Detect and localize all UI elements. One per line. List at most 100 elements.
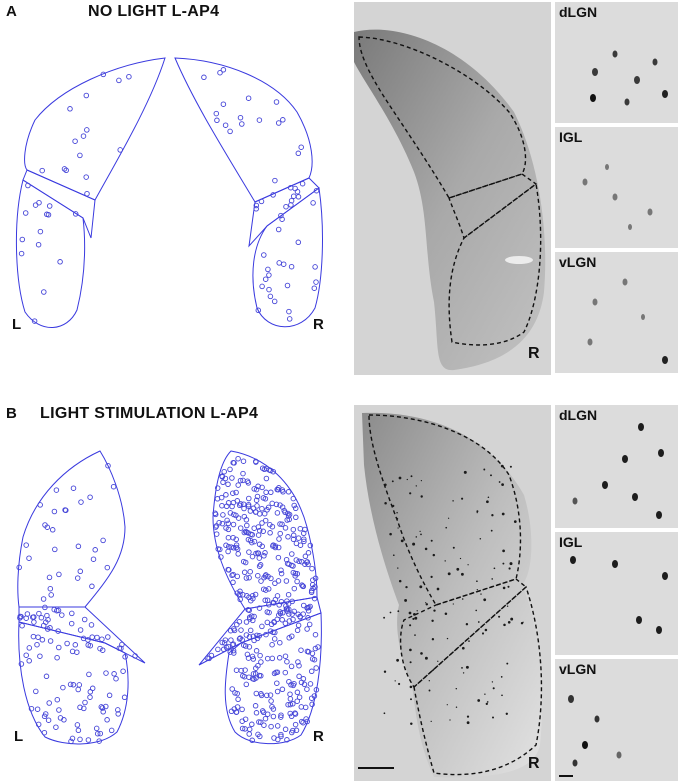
panel-b-left-cell-marker — [115, 711, 121, 717]
panel-b-left-cell-marker — [99, 636, 105, 642]
panel-b-labelled-cell — [432, 553, 436, 557]
panel-b-left-cell-marker — [78, 499, 84, 505]
panel-b-right-cell-marker — [291, 502, 297, 509]
panel-a-right-cell-marker — [295, 150, 302, 157]
panel-b-labelled-cell — [424, 656, 428, 660]
panel-b-labelled-cell — [461, 598, 464, 600]
panel-a-right-cell-marker — [295, 239, 302, 246]
panel-a-left-cell-marker — [31, 318, 38, 324]
panel-b-right-cell-marker — [237, 588, 243, 595]
panel-a-left-vlgn-outline — [15, 179, 86, 328]
panel-b-labelled-cell — [502, 586, 506, 590]
panel-b-right-cell-marker — [239, 706, 245, 713]
panel-b-right-cell-marker — [287, 696, 294, 702]
panel-b-right-cell-marker — [225, 548, 231, 555]
panel-b-labelled-cell — [509, 465, 512, 468]
panel-b-right-cell-marker — [221, 640, 228, 646]
panel-b-right-cell-marker — [306, 604, 312, 611]
panel-b-right-cell-marker — [286, 611, 292, 617]
panel-b-right-cell-marker — [311, 595, 318, 602]
panel-b-right-cell-marker — [277, 502, 283, 508]
panel-b-left-cell-marker — [59, 612, 65, 618]
panel-b-left-cell-marker — [41, 713, 48, 720]
panel-a-right-cell-marker — [310, 200, 316, 206]
panel-b-labelled-cell — [455, 706, 458, 708]
panel-a-inset-dlgn-cells — [590, 50, 668, 106]
panel-b-right-cell-marker — [267, 521, 273, 528]
panel-b-left-cell-marker — [56, 644, 62, 651]
panel-b-right-cell-marker — [294, 627, 301, 634]
panel-a-letter: A — [6, 3, 17, 20]
panel-b-right-cell-marker — [251, 637, 257, 644]
panel-b-left-cell-marker — [48, 592, 54, 598]
panel-b-right-cell-marker — [278, 733, 284, 740]
panel-b-right-cell-marker — [230, 579, 236, 586]
panel-b-right-cell-marker — [282, 653, 289, 659]
panel-b-labelled-cell — [425, 603, 428, 606]
panel-b-left-cell-marker — [28, 705, 35, 712]
panel-a-right-cell-marker — [299, 180, 306, 187]
panel-b-right-cell-marker — [265, 573, 271, 580]
panel-b-labelled-cell — [428, 689, 431, 692]
panel-b-inset-dlgn-label: dLGN — [559, 407, 598, 423]
panel-b-left-cell-marker — [100, 537, 106, 544]
panel-b-right-cell-marker — [262, 573, 269, 579]
panel-b-left-cell-marker — [38, 614, 45, 621]
panel-b-right-cell-marker — [271, 636, 278, 642]
panel-b-labelled-cell — [502, 549, 505, 553]
panel-b-labelled-cell — [397, 610, 400, 613]
panel-b-right-cell-marker — [288, 713, 295, 720]
panel-b-right-cell-marker — [250, 617, 256, 624]
panel-a-left-cell-marker — [36, 199, 42, 206]
panel-b-inset-dlgn-cells — [572, 423, 664, 519]
panel-b-left-cell-marker — [56, 571, 62, 578]
panel-a-right-cell-marker — [311, 285, 318, 291]
panel-b-right-cell-marker — [263, 631, 269, 638]
panel-b-right-cell-marker — [263, 465, 270, 472]
panel-a-right-cell-marker — [237, 114, 244, 121]
panel-b-right-cell-marker — [208, 652, 215, 659]
panel-b-labelled-cell — [500, 676, 503, 678]
panel-b-labelled-cell — [391, 480, 394, 483]
panel-b-right-cell-marker — [272, 544, 279, 551]
panel-a-right-cell-marker — [275, 226, 282, 233]
panel-b-right-cell-marker — [237, 596, 243, 603]
panel-b-right-cell-marker — [219, 502, 225, 509]
panel-b-right-cell-marker — [271, 735, 277, 741]
panel-b-inset-igl-label: IGL — [559, 534, 583, 550]
panel-b-right-cell-marker — [296, 558, 302, 565]
panel-b-right-cell-marker — [290, 682, 296, 689]
panel-b-labelled-cell — [492, 687, 495, 690]
panel-b-right-cell-marker — [241, 505, 247, 512]
panel-b-igl-boundary — [399, 578, 528, 689]
panel-b-right-cell-marker — [275, 544, 282, 551]
panel-a-left-cell-marker — [46, 203, 53, 209]
panel-b-right-cell-marker — [249, 592, 256, 599]
panel-b-right-cell-marker — [252, 509, 259, 515]
panel-b-labelled-cell — [452, 500, 454, 502]
panel-b-right-cell-marker — [229, 572, 235, 579]
panel-b-labelled-cell — [461, 497, 464, 500]
panel-b-labelled-cell — [498, 615, 501, 618]
panel-b-left-cell-marker — [108, 727, 115, 734]
panel-b-left-cell-marker — [99, 705, 106, 711]
panel-a-right-cell-marker — [286, 308, 292, 315]
panel-a-igl-boundary — [448, 173, 538, 240]
panel-b-right-cell-marker — [307, 681, 314, 687]
panel-b-right-cell-marker — [233, 544, 240, 551]
panel-b-right-cell-marker — [300, 530, 307, 537]
panel-b-dlgn-boundary — [368, 414, 522, 606]
panel-b-right-cell-marker — [241, 513, 248, 520]
panel-b-left-cell-marker — [105, 462, 111, 469]
panel-b-left-cell-marker — [16, 564, 22, 571]
panel-a-left-cell-marker — [84, 190, 90, 197]
panel-b-left-cell-marker — [97, 730, 104, 737]
panel-b-labelled-cell — [501, 694, 503, 697]
panel-b-left-cell-marker — [46, 700, 52, 706]
panel-b-inset-igl: IGL — [555, 532, 678, 655]
panel-b-right-cell-marker — [282, 525, 289, 531]
panel-b-labelled-cell — [410, 698, 412, 701]
panel-b-left-cell-marker — [93, 725, 100, 732]
panel-b-labelled-cell — [465, 665, 469, 669]
panel-b-right-cell-marker — [277, 521, 283, 527]
